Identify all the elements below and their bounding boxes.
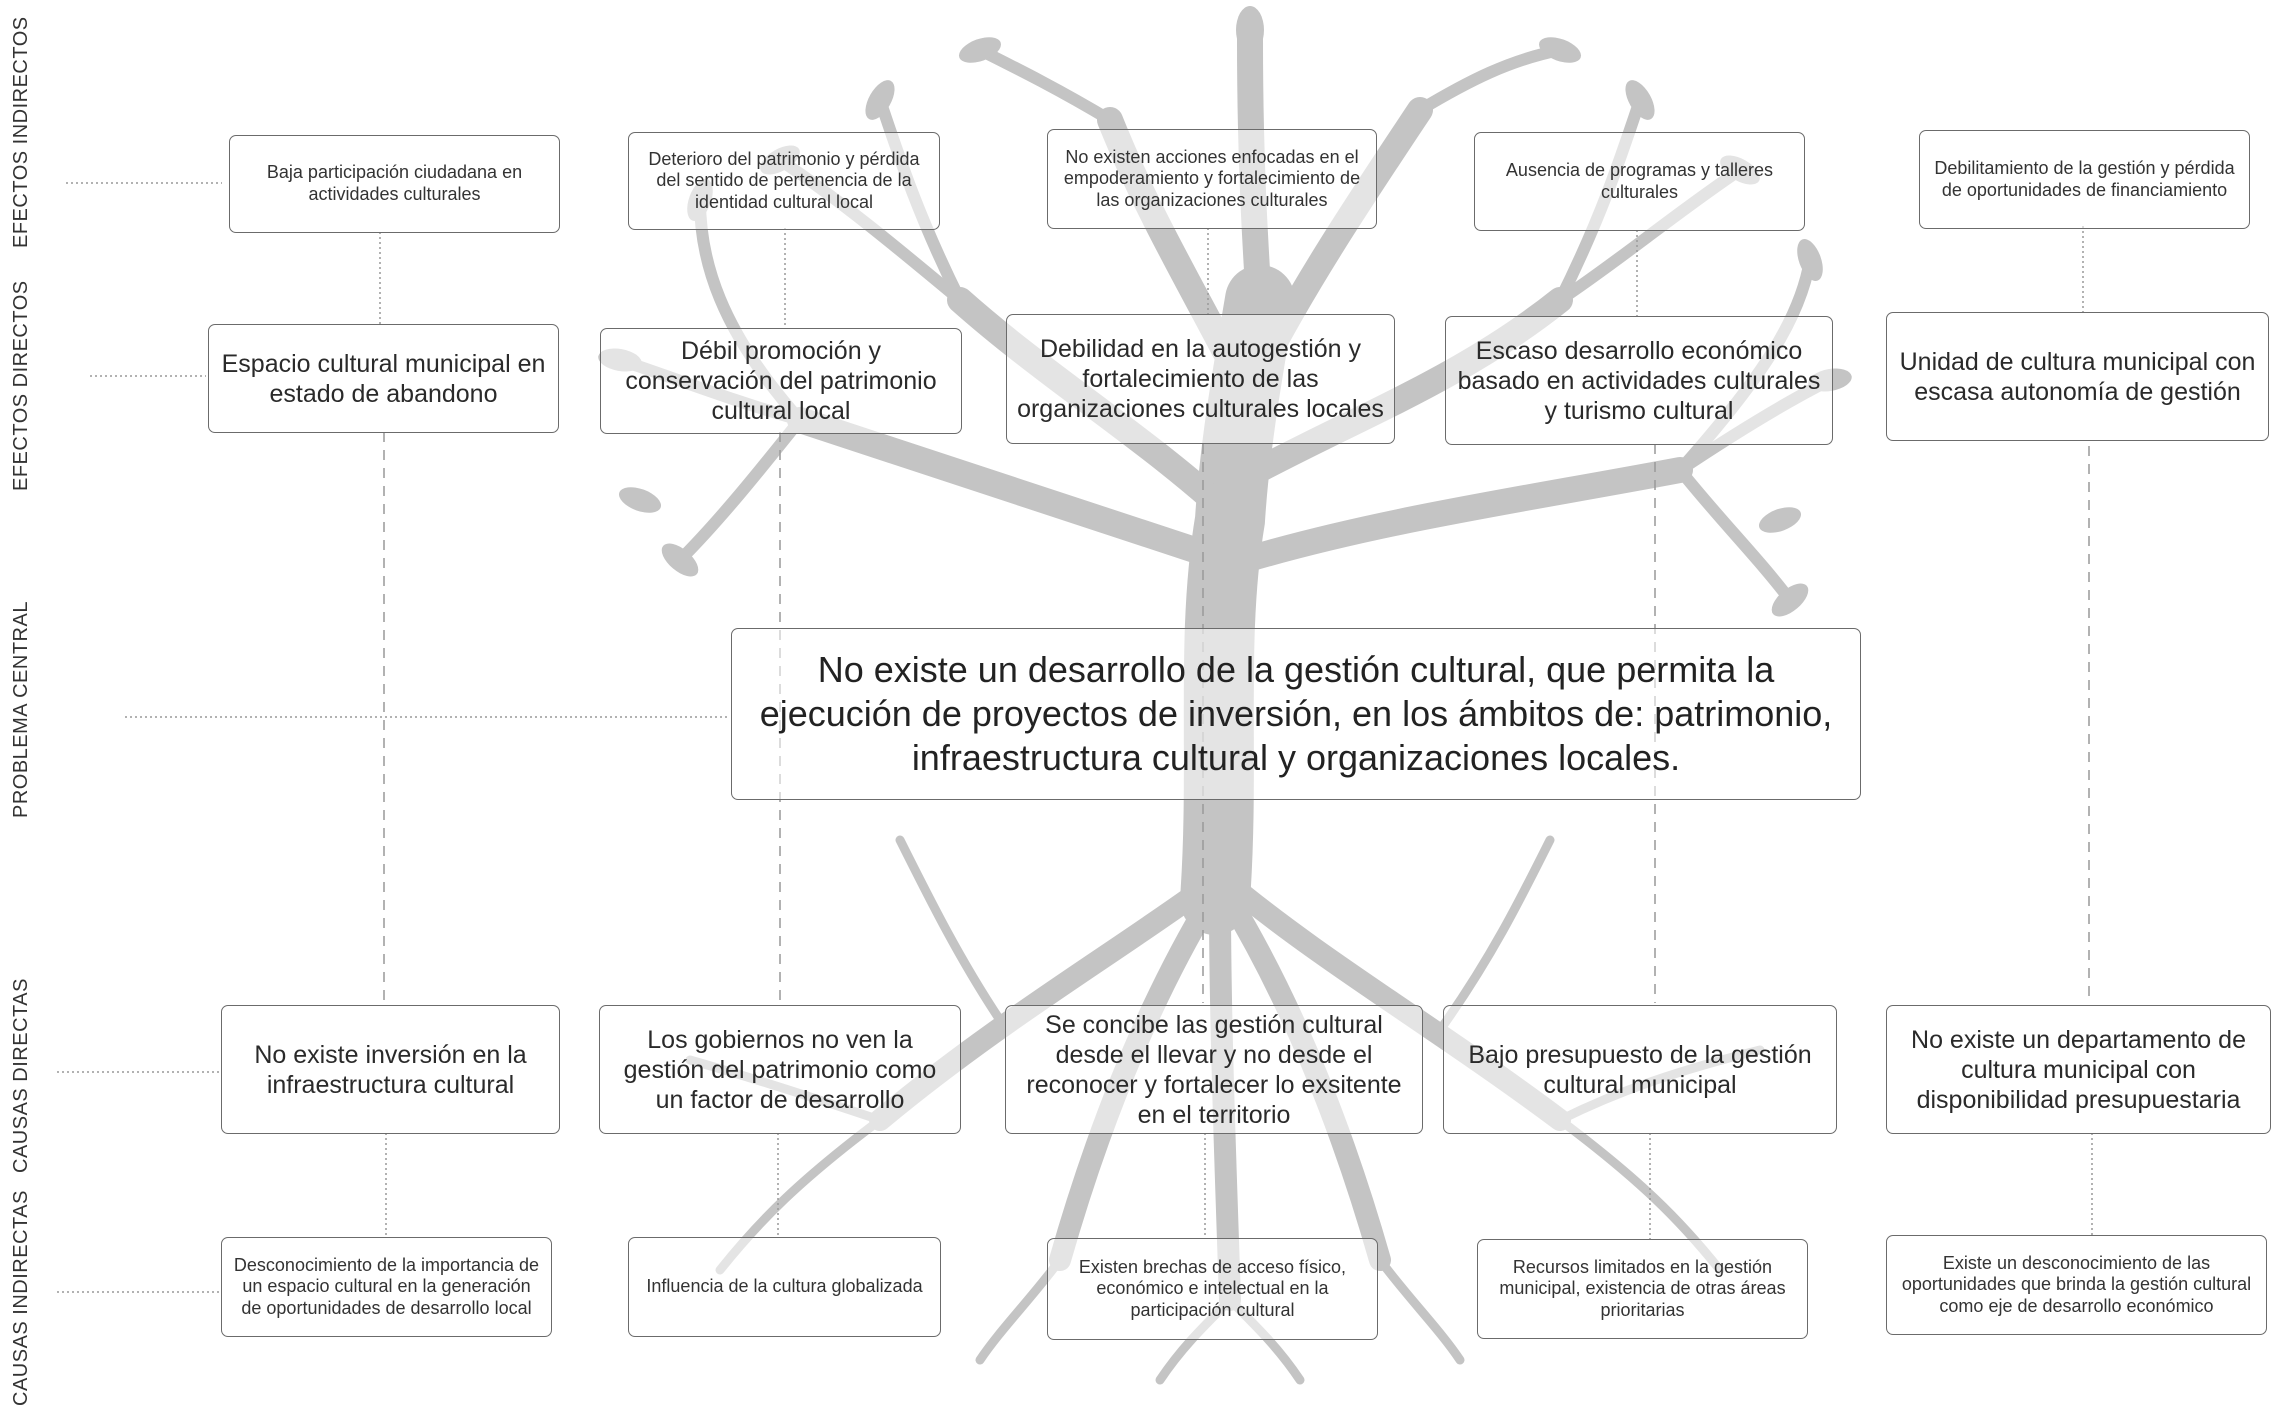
vertical-connectors — [379, 226, 2093, 1240]
row-label-direct-effects: EFECTOS DIRECTOS — [10, 280, 32, 491]
row-label-central-problem: PROBLEMA CENTRAL — [10, 601, 32, 818]
direct-effect-box: Unidad de cultura municipal con escasa a… — [1886, 312, 2269, 441]
row-label-indirect-effects: EFECTOS INDIRECTOS — [10, 16, 32, 248]
indirect-effect-box: No existen acciones enfocadas en el empo… — [1047, 129, 1377, 229]
direct-effect-box: Espacio cultural municipal en estado de … — [208, 324, 559, 433]
direct-effect-box: Escaso desarrollo económico basado en ac… — [1445, 316, 1833, 445]
indirect-effect-box: Baja participación ciudadana en activida… — [229, 135, 560, 233]
indirect-effect-box: Deterioro del patrimonio y pérdida del s… — [628, 132, 940, 230]
indirect-effect-box: Debilitamiento de la gestión y pérdida d… — [1919, 130, 2250, 229]
indirect-cause-box: Recursos limitados en la gestión municip… — [1477, 1239, 1808, 1339]
direct-cause-box: No existe un departamento de cultura mun… — [1886, 1005, 2271, 1134]
direct-cause-box: No existe inversión en la infraestructur… — [221, 1005, 560, 1134]
indirect-cause-box: Existen brechas de acceso físico, económ… — [1047, 1238, 1378, 1340]
direct-cause-box: Bajo presupuesto de la gestión cultural … — [1443, 1005, 1837, 1134]
indirect-cause-box: Existe un desconocimiento de las oportun… — [1886, 1235, 2267, 1335]
central-problem-box: No existe un desarrollo de la gestión cu… — [731, 628, 1861, 800]
direct-cause-box: Se concibe las gestión cultural desde el… — [1005, 1005, 1423, 1134]
row-label-direct-causes: CAUSAS DIRECTAS — [10, 978, 32, 1173]
direct-effect-box: Debilidad en la autogestión y fortalecim… — [1006, 314, 1395, 444]
direct-cause-box: Los gobiernos no ven la gestión del patr… — [599, 1005, 961, 1134]
direct-effect-box: Débil promoción y conservación del patri… — [600, 328, 962, 434]
indirect-cause-box: Influencia de la cultura globalizada — [628, 1237, 941, 1337]
row-label-indirect-causes: CAUSAS INDIRECTAS — [10, 1190, 32, 1406]
indirect-cause-box: Desconocimiento de la importancia de un … — [221, 1237, 552, 1337]
row-leaders — [57, 182, 730, 1293]
indirect-effect-box: Ausencia de programas y talleres cultura… — [1474, 132, 1805, 231]
